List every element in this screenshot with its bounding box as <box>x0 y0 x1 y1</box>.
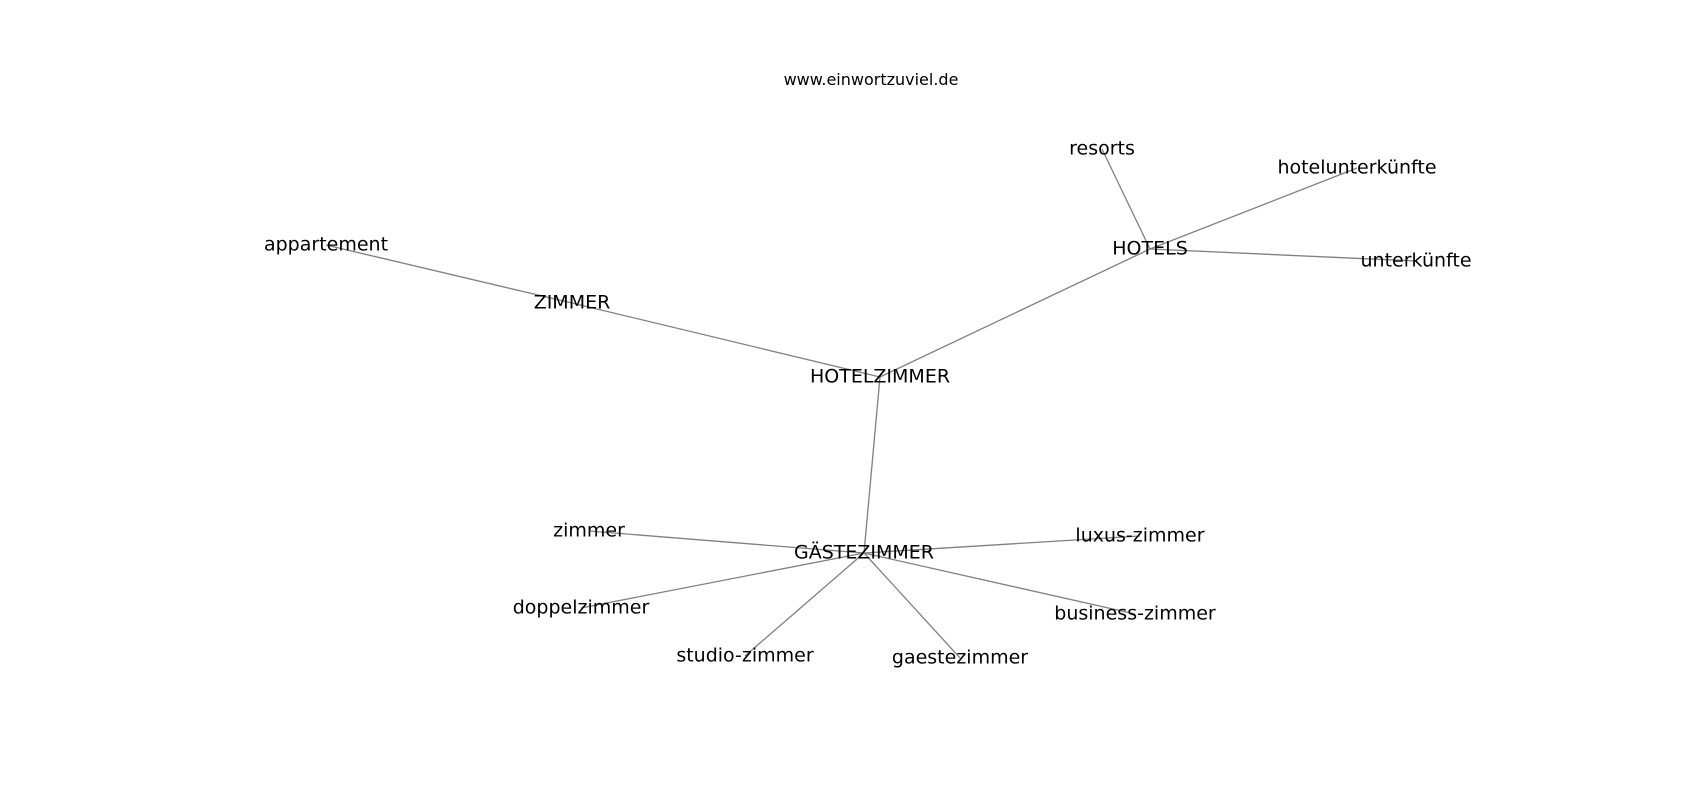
node-label-zimmer-hub: ZIMMER <box>534 292 611 314</box>
edge-hotels-resorts <box>1101 148 1151 250</box>
node-label-studio-zimmer: studio-zimmer <box>676 645 814 667</box>
graph-edges <box>325 148 1417 659</box>
node-label-hotels: HOTELS <box>1112 238 1188 260</box>
site-title: www.einwortzuviel.de <box>783 70 959 89</box>
graph-labels: HOTELZIMMER ZIMMER HOTELS GÄSTEZIMMER appart… <box>264 138 1472 669</box>
edge-hotelzimmer-hotels <box>879 248 1151 378</box>
edge-hotels-hotelunterkuenfte <box>1149 167 1358 250</box>
node-label-zimmer: zimmer <box>553 520 625 542</box>
node-label-hotelunterkuenfte: hotelunterkünfte <box>1277 157 1436 179</box>
node-label-gaestezimmer-hub: GÄSTEZIMMER <box>794 541 934 564</box>
edge-hotels-unterkuenfte <box>1149 248 1417 262</box>
edge-gaestezimmer-hub-doppelzimmer <box>580 552 865 609</box>
edge-gaestezimmer-hub-studio-zimmer <box>744 552 865 657</box>
edge-gaestezimmer-hub-gaestezimmer <box>863 552 961 659</box>
edge-hotelzimmer-zimmer-hub <box>571 302 881 378</box>
node-label-luxus-zimmer: luxus-zimmer <box>1075 525 1204 547</box>
edge-gaestezimmer-hub-business-zimmer <box>863 552 1136 615</box>
node-label-gaestezimmer: gaestezimmer <box>892 647 1028 669</box>
node-label-appartement: appartement <box>264 234 388 256</box>
edge-gaestezimmer-hub-zimmer <box>588 530 865 554</box>
edge-gaestezimmer-hub-luxus-zimmer <box>863 535 1141 554</box>
node-label-hotelzimmer: HOTELZIMMER <box>810 366 950 388</box>
node-label-doppelzimmer: doppelzimmer <box>513 597 650 619</box>
node-label-resorts: resorts <box>1069 138 1135 160</box>
edge-hotelzimmer-gaestezimmer-hub <box>863 376 881 554</box>
node-label-business-zimmer: business-zimmer <box>1054 603 1216 625</box>
node-label-unterkuenfte: unterkünfte <box>1360 250 1471 272</box>
edge-zimmer-hub-appartement <box>325 244 573 304</box>
